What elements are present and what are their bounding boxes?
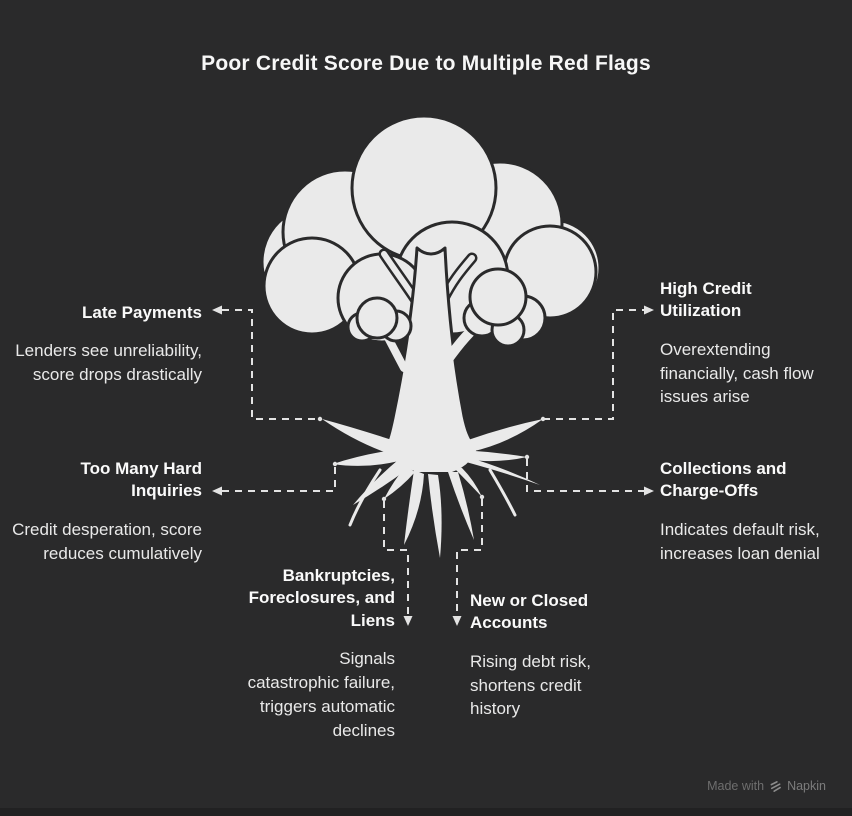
node-too-many-hard-inquiries-title: Too Many Hard Inquiries [80, 459, 202, 501]
node-too-many-hard-inquiries: Too Many Hard Inquiries Credit desperati… [12, 458, 202, 565]
node-too-many-hard-inquiries-description: Credit desperation, score reduces cumula… [12, 519, 202, 563]
tree-with-roots-illustration [260, 114, 602, 558]
connector-late-payments [222, 309, 318, 420]
connector-high-credit [543, 309, 644, 420]
node-bankruptcies-foreclosures-liens-description: Signals catastrophic failure, triggers a… [247, 649, 395, 740]
connector-hard-inquiries [222, 466, 336, 492]
node-late-payments: Late Payments Lenders see unreliability,… [12, 302, 202, 387]
tree-trunk [378, 246, 478, 470]
node-new-or-closed-accounts-description: Rising debt risk, shortens credit histor… [470, 651, 591, 719]
node-bankruptcies-foreclosures-liens: Bankruptcies, Foreclosures, and Liens Si… [245, 565, 395, 743]
node-high-credit-utilization-title: High Credit Utilization [660, 279, 752, 321]
node-late-payments-title: Late Payments [82, 303, 202, 322]
node-collections-and-charge-offs-description: Indicates default risk, increases loan d… [660, 519, 820, 563]
tree-leaf-clusters [346, 267, 547, 372]
watermark-brand: Napkin [787, 779, 826, 793]
tree-roots [322, 419, 543, 558]
node-collections-and-charge-offs: Collections and Charge-Offs Indicates de… [660, 458, 835, 565]
node-bankruptcies-foreclosures-liens-title: Bankruptcies, Foreclosures, and Liens [248, 566, 395, 630]
napkin-watermark[interactable]: Made with Napkin [707, 779, 826, 793]
node-late-payments-description: Lenders see unreliability, score drops d… [15, 341, 202, 385]
node-high-credit-utilization-description: Overextending financially, cash flow iss… [660, 339, 814, 407]
node-high-credit-utilization: High Credit Utilization Overextending fi… [660, 278, 832, 409]
connector-collections [526, 459, 644, 492]
page-title: Poor Credit Score Due to Multiple Red Fl… [201, 52, 651, 75]
node-new-or-closed-accounts: New or Closed Accounts Rising debt risk,… [470, 590, 622, 721]
tree-canopy [260, 114, 602, 344]
bottom-edge-strip [0, 808, 852, 816]
napkin-logo-icon [770, 780, 782, 792]
watermark-prefix: Made with [707, 779, 765, 793]
node-new-or-closed-accounts-title: New or Closed Accounts [470, 591, 589, 633]
node-collections-and-charge-offs-title: Collections and Charge-Offs [660, 459, 787, 501]
